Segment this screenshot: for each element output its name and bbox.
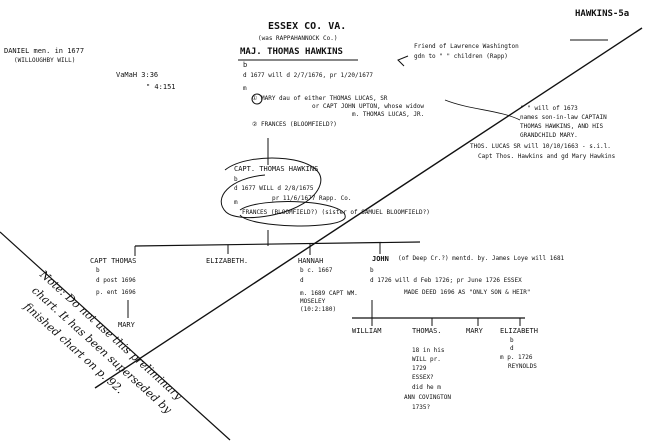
child-john-name: JOHN	[372, 255, 389, 263]
capt-thomas-name: CAPT. THOMAS HAWKINS	[234, 165, 319, 173]
will-note-4: GRANDCHILD MARY.	[520, 132, 578, 139]
maj-thomas-m: m	[243, 85, 247, 92]
will-note-6: Capt Thos. Hawkins and gd Mary Hawkins	[478, 153, 616, 160]
child-john-l2: d 1726 will d Feb 1726; pr June 1726 ESS…	[370, 277, 522, 284]
maj-thomas-name: MAJ. THOMAS HAWKINS	[240, 47, 343, 57]
will-note-2: names son-in-law CAPTAIN	[520, 114, 607, 121]
maj-thomas-d: d 1677 will d 2/7/1676, pr 1/20/1677	[243, 72, 374, 79]
capt-thomas-d: d 1677 WILL d 2/8/1675	[234, 185, 314, 192]
capt-thomas-m: m	[234, 199, 238, 206]
maj-thomas-spouse-two: ② FRANCES (BLOOMFIELD?)	[252, 121, 337, 128]
child-thomas-l2: d post 1696	[96, 277, 136, 284]
reference-one: VaMaH 3:36	[116, 71, 159, 79]
capt-thomas-b: b	[234, 176, 238, 183]
friend-note-two: gdn to " " children (Rapp)	[414, 53, 508, 60]
capt-thomas-pr: pr 11/6/1677 Rapp. Co.	[272, 195, 352, 202]
maj-thomas-spouse-one: ① MARY dau of either THOMAS LUCAS, SR	[252, 95, 388, 102]
child-john-l1: b	[370, 267, 374, 274]
loop-scribble	[220, 157, 322, 218]
grandchild-william: WILLIAM	[352, 327, 382, 335]
child-hannah-l3: m. 1689 CAPT WM. MOSELEY (10:2:180)	[300, 290, 358, 313]
children-bar-line	[134, 241, 421, 247]
child-thomas-l3: p. ent 1696	[96, 289, 136, 296]
will-note-1: " " will of 1673	[520, 105, 578, 112]
child-elizabeth-name: ELIZABETH.	[206, 257, 249, 265]
child-thomas-l1: b	[96, 267, 100, 274]
page-reference: HAWKINS-5a	[575, 9, 630, 19]
child-john-l3: MADE DEED 1696 AS "ONLY SON & HEIR"	[404, 289, 531, 296]
maj-thomas-b: b	[243, 61, 248, 69]
reference-two: " 4:151	[146, 83, 176, 91]
maj-thomas-spouse-one-c: m. THOMAS LUCAS, JR.	[352, 111, 425, 118]
will-note-3: THOMAS HAWKINS, AND HIS	[520, 123, 604, 130]
grandchild-elizabeth: ELIZABETH	[500, 327, 538, 335]
child-hannah-name: HANNAH	[298, 257, 324, 265]
child-thomas-name: CAPT THOMAS	[90, 257, 137, 265]
margin-diagonal-line	[0, 231, 231, 441]
grandchild-mary: MARY	[466, 327, 483, 335]
grandchild-mary-of-thomas: MARY	[118, 321, 135, 329]
friend-note: Friend of Lawrence Washington	[414, 43, 519, 50]
county-note: (was RAPPAHANNOCK Co.)	[258, 35, 338, 42]
daniel-note: DANIEL men. in 1677	[4, 47, 85, 55]
john-note: (of Deep Cr.?) mentd. by. James Loye wil…	[398, 255, 565, 262]
county-title: ESSEX CO. VA.	[268, 21, 347, 32]
diagonal-strike-line	[94, 27, 643, 389]
child-hannah-l2: d	[300, 277, 304, 284]
child-hannah-l1: b c. 1667	[300, 267, 333, 274]
will-note-5: THOS. LUCAS SR will 10/10/1663 - s.i.l.	[470, 143, 611, 150]
capt-thomas-spouse: FRANCES (BLOOMFIELD?) (sister of SAMUEL …	[242, 209, 430, 216]
grandchild-thomas: THOMAS.	[412, 327, 442, 335]
daniel-subnote: (WILLOUGHBY WILL)	[14, 57, 76, 64]
maj-thomas-spouse-one-b: or CAPT JOHN UPTON, whose widow	[312, 103, 424, 110]
